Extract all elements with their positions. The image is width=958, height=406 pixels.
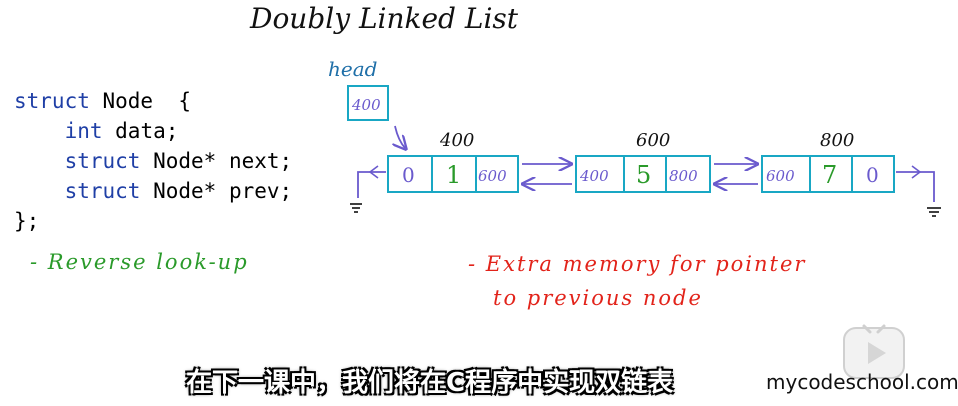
head-box [347, 85, 389, 121]
code-text: Node { [89, 89, 192, 113]
note-reverse-lookup: - Reverse look-up [30, 250, 249, 274]
ground-symbol-right [927, 207, 941, 217]
code-text: Node* prev; [140, 179, 293, 203]
node-prev-value: 0 [402, 163, 415, 187]
code-line-3: struct Node* next; [14, 146, 293, 176]
list-node: 400 5 800 [575, 155, 711, 193]
node-prev-value: 400 [579, 167, 609, 185]
list-node: 0 1 600 [387, 155, 519, 193]
struct-code-block: struct Node { int data; struct Node* nex… [14, 86, 292, 236]
code-text: Node* next; [140, 149, 293, 173]
node-prev-value: 600 [766, 167, 795, 185]
node-address: 600 [636, 130, 670, 151]
node-data-value: 5 [636, 161, 651, 189]
note-extra-memory: - Extra memory for pointer [468, 252, 807, 276]
video-subtitle: 在下一课中，我们将在C程序中实现双链表 [186, 368, 674, 398]
play-icon[interactable] [840, 318, 908, 386]
null-arrow-left [357, 171, 386, 198]
node-next-value: 0 [866, 163, 879, 187]
code-line-1: struct Node { [14, 86, 292, 116]
code-keyword: struct [64, 179, 141, 203]
code-line-2: int data; [14, 116, 292, 146]
code-keyword: int [64, 119, 103, 143]
null-arrowhead [911, 165, 922, 179]
code-text: data; [102, 119, 179, 143]
node-cell-next [665, 155, 711, 193]
head-value: 400 [351, 96, 381, 114]
node-next-value: 600 [478, 167, 507, 185]
code-keyword: struct [64, 149, 141, 173]
head-label: head [328, 57, 377, 81]
null-arrow-right [896, 171, 935, 202]
null-arrowhead [368, 165, 379, 179]
site-watermark: mycodeschool.com [766, 370, 958, 394]
note-extra-memory-cont: to previous node [493, 286, 703, 310]
diagram-title: Doubly Linked List [250, 2, 519, 35]
node-data-value: 1 [446, 161, 461, 189]
list-node: 600 7 0 [761, 155, 895, 193]
node-cell-next [475, 155, 519, 193]
node-address: 800 [820, 130, 854, 151]
code-line-4: struct Node* prev; [14, 176, 293, 206]
node-data-value: 7 [822, 161, 837, 189]
ground-symbol-left [350, 203, 362, 213]
code-line-5: }; [14, 209, 40, 233]
node-next-value: 800 [669, 167, 698, 185]
node-cell-next [851, 155, 895, 193]
head-arrow [395, 125, 405, 148]
code-keyword: struct [14, 89, 90, 113]
node-address: 400 [439, 130, 474, 151]
